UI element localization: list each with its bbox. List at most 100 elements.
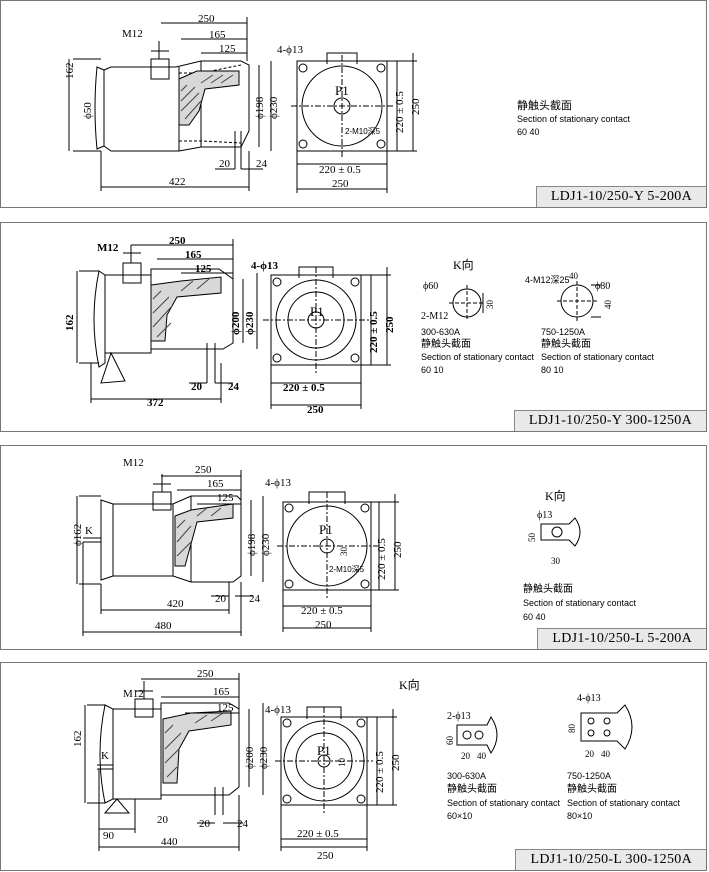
label-p1: P1 [317, 743, 331, 758]
sec-a-size: 60 10 [421, 365, 444, 375]
dim-165: 165 [185, 249, 202, 261]
model-caption: LDJ1-10/250-L 5-200A [537, 628, 706, 649]
note-size: 60 40 [517, 127, 540, 137]
sec-a-40: 40 [477, 751, 487, 761]
sec-a-holes: 2-ϕ13 [447, 711, 471, 722]
dim-125: 125 [195, 263, 212, 275]
dim-165: 165 [213, 686, 230, 698]
drawing-1: M12 250 165 125 162 ϕ50 ϕ198 ϕ230 20 24 … [64, 13, 631, 193]
dim-125: 125 [217, 702, 234, 714]
drawing-panel-4: M12 250 165 125 162 K ϕ200 ϕ230 20 24 90… [0, 662, 707, 871]
note-zh: 静触头截面 [517, 98, 572, 112]
sec-b-40: 40 [601, 749, 611, 759]
sec-a-60: 60 [445, 736, 455, 746]
k-view-label: K向 [545, 488, 566, 503]
dim-24: 24 [256, 158, 268, 170]
sec-b-en: Section of stationary contact [567, 798, 681, 808]
dim-165: 165 [209, 29, 226, 41]
label-p1: P1 [319, 522, 333, 537]
dim-phi198: ϕ198 [254, 96, 266, 119]
label-p1: P1 [310, 304, 324, 319]
sec-b-size: 80 10 [541, 365, 564, 375]
dim-90: 90 [103, 830, 115, 842]
dim-250-v: 250 [390, 754, 402, 771]
sec-a-en: Section of stationary contact [447, 798, 561, 808]
sec-b-20: 20 [585, 749, 595, 759]
sec-b-range: 750-1250A [567, 771, 611, 781]
sec-a-dia: ϕ13 [537, 510, 552, 521]
dim-250-v: 250 [384, 316, 396, 333]
sec-a-size: 60×10 [447, 811, 472, 821]
drawing-3: M12 250 165 125 ϕ162 K ϕ198 ϕ230 20 24 4… [72, 457, 637, 636]
sec-a-zh: 静触头截面 [421, 337, 471, 350]
dim-20b: 20 [157, 814, 169, 826]
dim-phi230: ϕ230 [268, 96, 280, 119]
dim-m10: 2-M10深5 [345, 127, 381, 136]
dim-220-h: 220 ± 0.5 [319, 164, 361, 176]
label-k: K [101, 750, 109, 762]
sec-b-40a: 40 [569, 271, 579, 281]
dim-250-h: 250 [315, 619, 332, 631]
model-caption: LDJ1-10/250-L 300-1250A [515, 849, 706, 870]
dim-250: 250 [195, 464, 212, 476]
dim-phi200: ϕ200 [230, 311, 242, 335]
dim-420: 420 [167, 598, 184, 610]
sec-a-zh: 静触头截面 [523, 582, 573, 595]
sec-b-zh: 静触头截面 [541, 337, 591, 350]
dim-250: 250 [197, 668, 214, 680]
sec-a-range: 300-630A [447, 771, 486, 781]
model-caption: LDJ1-10/250-Y 300-1250A [513, 410, 706, 431]
label-k: K [85, 525, 93, 537]
sec-a-50: 50 [527, 533, 537, 543]
dim-m10: 2-M10深5 [329, 565, 365, 574]
drawing-4: M12 250 165 125 162 K ϕ200 ϕ230 20 24 90… [72, 668, 681, 862]
dim-phi50: ϕ50 [82, 102, 94, 119]
drawing-panel-1: M12 250 165 125 162 ϕ50 ϕ198 ϕ230 20 24 … [0, 0, 707, 208]
dim-220-v: 220 ± 0.5 [376, 538, 388, 580]
k-view-label: K向 [399, 677, 420, 692]
sec-b-dia: ϕ80 [595, 281, 610, 292]
dim-162: 162 [64, 314, 76, 331]
sec-b-size: 80×10 [567, 811, 592, 821]
k-view-label: K向 [453, 257, 474, 272]
dim-250: 250 [169, 235, 186, 247]
dim-250-h: 250 [332, 178, 349, 190]
sec-a-range: 300-630A [421, 327, 460, 337]
drawing-2: M12 250 165 125 162 ϕ200 ϕ230 20 24 372 … [64, 235, 655, 416]
dim-phi230: ϕ230 [244, 311, 256, 335]
sec-b-en: Section of stationary contact [541, 352, 655, 362]
dim-422: 422 [169, 176, 186, 188]
drawing-panel-3: M12 250 165 125 ϕ162 K ϕ198 ϕ230 20 24 4… [0, 445, 707, 650]
dim-480: 480 [155, 620, 172, 632]
dim-24: 24 [237, 818, 249, 830]
dim-250-h: 250 [307, 404, 324, 416]
dim-20: 20 [191, 381, 203, 393]
dim-165: 165 [207, 478, 224, 490]
dim-162: 162 [64, 63, 76, 80]
dim-20: 20 [219, 158, 231, 170]
dim-372: 372 [147, 397, 164, 409]
sec-a-en: Section of stationary contact [523, 598, 637, 608]
dim-24: 24 [228, 381, 240, 393]
label-p1: P1 [335, 83, 349, 98]
sec-a-zh: 静触头截面 [447, 782, 497, 795]
dim-220-v: 220 ± 0.5 [368, 311, 380, 353]
sec-a-30: 30 [485, 300, 495, 310]
dim-holes: 4-ϕ13 [277, 44, 303, 56]
drawing-panel-2: M12 250 165 125 162 ϕ200 ϕ230 20 24 372 … [0, 222, 707, 432]
sec-b-m: 4-M12深25 [525, 275, 570, 285]
dim-phi198: ϕ198 [246, 533, 258, 556]
dim-30: 30 [339, 547, 349, 557]
sec-b-zh: 静触头截面 [567, 782, 617, 795]
dim-holes: 4-ϕ13 [251, 260, 279, 272]
sec-b-range: 750-1250A [541, 327, 585, 337]
dim-125: 125 [217, 492, 234, 504]
dim-162: 162 [72, 731, 84, 748]
sec-b-80: 80 [567, 724, 577, 734]
dim-10: 10 [337, 758, 347, 768]
sec-a-m: 2-M12 [421, 311, 448, 322]
dim-20: 20 [199, 818, 211, 830]
dim-250-v: 250 [392, 541, 404, 558]
dim-440: 440 [161, 836, 178, 848]
sec-a-30: 30 [551, 556, 561, 566]
